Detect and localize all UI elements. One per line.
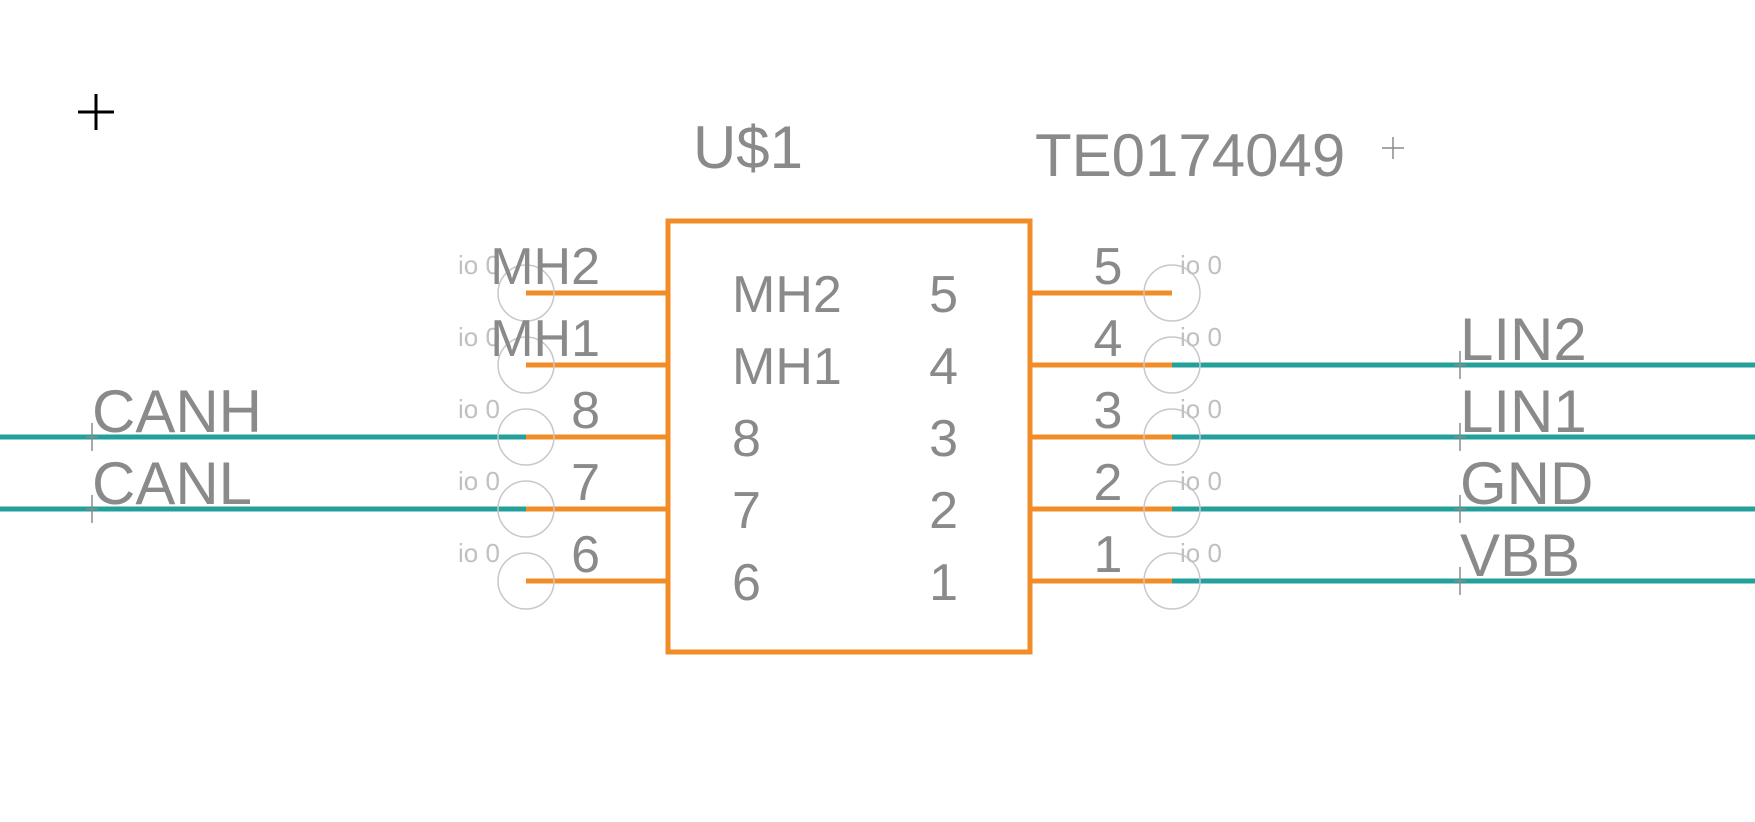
pin-name-label: 3 [1094, 382, 1123, 440]
net-label-gnd[interactable]: GND [1460, 450, 1593, 517]
body-pin-left-2: MH1 [732, 338, 842, 396]
part-name: U$1 [693, 114, 803, 181]
pin-io-label: io 0 [458, 322, 500, 352]
pin-left-5[interactable]: io 0 6 [458, 526, 668, 610]
part-body[interactable] [665, 218, 1033, 655]
pin-name-label: 7 [571, 454, 600, 512]
pin-connection-circle [1143, 336, 1201, 394]
body-pin-left-3: 8 [732, 410, 761, 468]
pin-io-label: io 0 [1180, 538, 1222, 568]
net-label-origin-icon [1454, 495, 1466, 523]
net-label-canh[interactable]: CANH [92, 378, 262, 445]
body-pin-right-2: 4 [929, 338, 958, 396]
body-pin-right-3: 3 [929, 410, 958, 468]
pin-connection-circle [1143, 408, 1201, 466]
pin-io-label: io 0 [1180, 466, 1222, 496]
net-label-origin-icon [1454, 351, 1466, 379]
pin-name-label: MH2 [490, 238, 600, 296]
pin-left-4[interactable]: io 0 7 CANL [86, 450, 668, 538]
pin-io-label: io 0 [458, 394, 500, 424]
pin-name-label: 8 [571, 382, 600, 440]
net-label-origin-icon [86, 423, 98, 451]
body-pin-left-5: 6 [732, 554, 761, 612]
pin-io-label: io 0 [458, 538, 500, 568]
pin-connection-circle [497, 408, 555, 466]
pin-io-label: io 0 [1180, 394, 1222, 424]
net-label-lin2[interactable]: LIN2 [1460, 306, 1587, 373]
net-label-lin1[interactable]: LIN1 [1460, 378, 1587, 445]
pin-connection-circle [497, 552, 555, 610]
body-pin-left-1: MH2 [732, 266, 842, 324]
pin-name-label: 4 [1094, 310, 1123, 368]
pin-io-label: io 0 [1180, 322, 1222, 352]
pin-connection-circle [1143, 552, 1201, 610]
body-pin-right-4: 2 [929, 482, 958, 540]
body-pin-names-left: MH2 MH1 8 7 6 [732, 266, 842, 612]
crosshair-icon [78, 94, 114, 130]
body-pin-right-5: 1 [929, 554, 958, 612]
pin-right-3[interactable]: io 0 3 LIN1 [1030, 378, 1587, 466]
pin-right-5[interactable]: io 0 1 VBB [1030, 522, 1580, 610]
origin-cross-icon [1382, 137, 1404, 159]
pin-right-4[interactable]: io 0 2 GND [1030, 450, 1593, 538]
right-pin-group: io 0 5 io 0 4 LIN2 io 0 3 LIN1 io 0 2 GND io 0 1 VBB [1030, 238, 1593, 610]
pin-name-label: 5 [1094, 238, 1123, 296]
pin-connection-circle [497, 336, 555, 394]
pin-right-2[interactable]: io 0 4 LIN2 [1030, 306, 1587, 394]
pin-connection-circle [497, 264, 555, 322]
net-label-origin-icon [1454, 423, 1466, 451]
pin-name-label: MH1 [490, 310, 600, 368]
part-value: TE0174049 [1035, 122, 1345, 189]
pin-connection-circle [497, 480, 555, 538]
net-label-origin-icon [1454, 567, 1466, 595]
pin-name-label: 6 [571, 526, 600, 584]
net-label-origin-icon [86, 495, 98, 523]
pin-left-3[interactable]: io 0 8 CANH [86, 378, 668, 466]
pin-io-label: io 0 [458, 466, 500, 496]
pin-right-1[interactable]: io 0 5 [1030, 238, 1222, 322]
body-pin-right-1: 5 [929, 266, 958, 324]
body-pin-left-4: 7 [732, 482, 761, 540]
pin-io-label: io 0 [1180, 250, 1222, 280]
body-pin-names-right: 5 4 3 2 1 [929, 266, 958, 612]
net-label-canl[interactable]: CANL [92, 450, 252, 517]
pin-connection-circle [1143, 264, 1201, 322]
pin-connection-circle [1143, 480, 1201, 538]
pin-name-label: 1 [1094, 526, 1123, 584]
net-label-vbb[interactable]: VBB [1460, 522, 1580, 589]
pin-io-label: io 0 [458, 250, 500, 280]
pin-name-label: 2 [1094, 454, 1123, 512]
